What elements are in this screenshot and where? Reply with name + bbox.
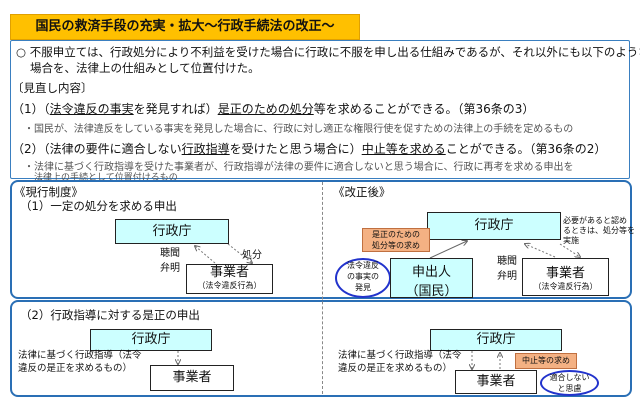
revised-request-box: 是正のための処分等の求め xyxy=(362,228,430,252)
section2-speech-bubble: 適合しないと思慮 xyxy=(540,370,599,396)
current-business-box: 事業者（法令違反行為） xyxy=(186,264,273,294)
summary-box xyxy=(10,40,630,179)
page-title: 国民の救済手段の充実・拡大～行政手続法の改正～ xyxy=(10,14,360,40)
revised-hearing: 聴聞弁明 xyxy=(497,256,517,282)
intro-line2: 場合を、法律上の仕組みとして位置付けた。 xyxy=(30,61,260,75)
item1-note: ・国民が、法律違反をしている事実を発見した場合に、行政に対し適正な権限行使を促す… xyxy=(24,124,574,135)
section2-revised-business-box: 事業者 xyxy=(455,370,537,394)
section2-agency-box: 行政庁 xyxy=(90,329,212,351)
item1-heading: （1）（法令違反の事実を発見すれば）是正のための処分等を求めることができる。（第… xyxy=(12,102,535,116)
section2-sub: （2）行政指導に対する是正の申出 xyxy=(20,308,200,322)
section2-business-box: 事業者 xyxy=(150,365,234,391)
section2-revised-guidance: 法律に基づく行政指導（法令違反の是正を求めるもの） xyxy=(338,350,462,374)
diagram-box-2 xyxy=(10,300,632,397)
item2-note2: 法律上の手続として位置付けるもの xyxy=(34,173,178,183)
section2-request-box: 中止等の求め xyxy=(515,353,577,369)
item2-note1: ・法律に基づく行政指導を受けた事業者が、行政指導が法律の要件に適合しないと思う場… xyxy=(24,162,574,173)
section2-revised-agency-box: 行政庁 xyxy=(430,329,562,351)
revised-business-box: 事業者（法令違反行為） xyxy=(522,258,609,296)
review-heading: 〔見直し内容〕 xyxy=(12,81,93,95)
current-disposition: 処分 xyxy=(242,250,262,261)
revised-note: 必要があると認めるときは、処分等を実施 xyxy=(563,216,635,245)
current-agency-box: 行政庁 xyxy=(115,219,229,244)
revised-speech-bubble: 法令違反の事実の発見 xyxy=(335,258,391,298)
current-hearing: 聴聞弁明 xyxy=(160,248,180,274)
item2-heading: （2）（法律の要件に適合しない行政指導を受けたと思う場合に）中止等を求めることが… xyxy=(12,142,607,156)
section2-guidance: 法律に基づく行政指導（法令違反の是正を求めるもの） xyxy=(18,350,142,374)
diagram-box-1 xyxy=(10,180,632,299)
revised-agency-box: 行政庁 xyxy=(427,212,561,240)
current-sub1: （1）一定の処分を求める申出 xyxy=(20,199,177,213)
applicant-box: 申出人（国民） xyxy=(390,258,473,299)
intro-line1: ○ 不服申立ては、行政処分により不利益を受けた場合に行政に不服を申し出る仕組みで… xyxy=(16,45,640,59)
divider xyxy=(322,182,323,394)
revised-heading: 《改正後》 xyxy=(333,185,391,199)
current-heading: 《現行制度》 xyxy=(14,185,83,199)
